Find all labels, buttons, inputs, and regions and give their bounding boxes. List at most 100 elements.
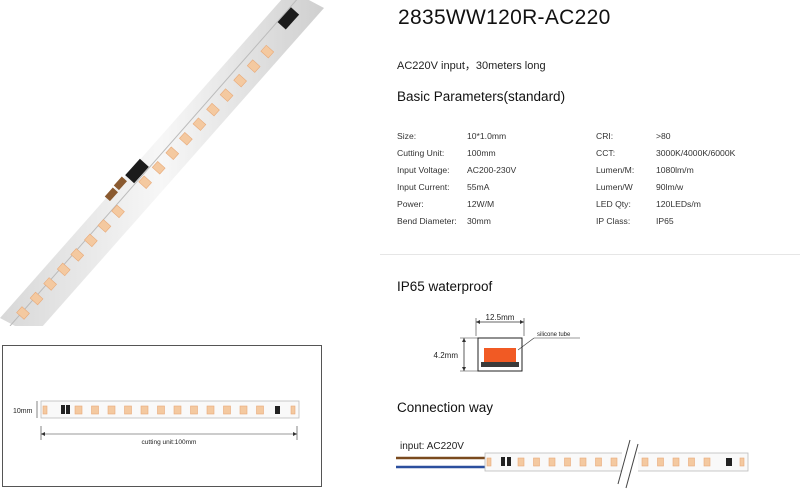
led-chip <box>564 457 571 467</box>
led-chip <box>610 457 618 467</box>
param-value: 12W/M <box>467 199 495 209</box>
param-label: Input Voltage: <box>397 165 450 175</box>
pcb-shape <box>481 362 519 367</box>
width-dimension: 12.5mm <box>475 313 525 336</box>
basic-parameters-heading: Basic Parameters(standard) <box>397 89 566 104</box>
connection-heading: Connection way <box>397 400 494 415</box>
param-value: IP65 <box>656 216 674 226</box>
led-chip <box>688 457 695 467</box>
param-label: Input Current: <box>397 182 450 192</box>
ip-section-heading: IP65 waterproof <box>397 279 493 294</box>
ic-chip <box>501 457 505 466</box>
led-chip <box>657 457 664 467</box>
ic-chip-middle <box>104 158 149 202</box>
led-chip <box>533 457 540 467</box>
param-value: 90lm/w <box>656 182 684 192</box>
strip-width-label: 10mm <box>13 408 33 415</box>
led-chip <box>260 44 275 59</box>
led-chip <box>239 405 248 415</box>
product-subtitle: AC220V input，30meters long <box>397 60 546 72</box>
led-chip <box>219 88 234 102</box>
input-label: input: AC220V <box>400 441 464 452</box>
param-label: Lumen/M: <box>596 165 635 175</box>
param-label: Bend Diameter: <box>397 216 457 226</box>
height-label: 4.2mm <box>434 351 459 360</box>
led-chip <box>70 248 85 262</box>
cutting-unit-label: cutting unit:100mm <box>142 439 197 446</box>
break-line <box>625 443 639 489</box>
led-chip <box>29 291 44 306</box>
led-chip <box>192 117 207 131</box>
led-chip <box>107 405 116 415</box>
led-chip <box>74 405 83 415</box>
led-chip <box>16 306 30 320</box>
led-chip <box>179 131 193 146</box>
param-value: 3000K/4000K/6000K <box>656 148 736 158</box>
connection-diagram: input: AC220V <box>396 436 800 492</box>
param-label: Cutting Unit: <box>397 148 445 158</box>
led-chip <box>151 161 166 175</box>
led-chip <box>246 59 261 73</box>
led-chip <box>739 457 745 467</box>
ic-chip <box>507 457 511 466</box>
led-chip <box>486 457 492 467</box>
led-chip <box>97 219 112 233</box>
led-chip <box>256 405 264 415</box>
led-chip <box>223 405 231 415</box>
param-label: CCT: <box>596 148 616 158</box>
param-value: 1080lm/m <box>656 165 694 175</box>
led-chip <box>206 102 220 117</box>
led-chip <box>111 204 125 219</box>
param-value: 100mm <box>467 148 496 158</box>
led-chip <box>140 405 149 415</box>
param-label: Size: <box>397 131 417 141</box>
led-chip <box>290 405 296 415</box>
led-strip-photo <box>0 0 324 326</box>
param-label: IP Class: <box>596 216 631 226</box>
break-line <box>617 439 631 485</box>
param-value: 30mm <box>467 216 491 226</box>
led-chip <box>138 175 152 190</box>
ic-chip <box>61 405 65 414</box>
led-chip <box>42 405 48 415</box>
rectifier-chip <box>275 406 280 414</box>
led-chip <box>91 405 99 415</box>
ic-chip <box>66 405 70 414</box>
param-value: 10*1.0mm <box>467 131 507 141</box>
led-chip <box>579 457 587 467</box>
section-divider <box>380 254 800 255</box>
led-chip <box>124 405 132 415</box>
led-chip <box>157 405 165 415</box>
led-chip-shape <box>484 348 516 362</box>
tube-label: silicone tube <box>537 332 571 338</box>
led-chip <box>206 405 215 415</box>
rectifier-chip <box>726 458 732 466</box>
led-chip <box>43 277 57 291</box>
width-label: 12.5mm <box>486 313 515 322</box>
ic-chip-top <box>277 7 300 30</box>
param-label: LED Qty: <box>596 199 631 209</box>
led-chip <box>165 146 180 160</box>
param-value: 55mA <box>467 182 490 192</box>
led-chip <box>173 405 182 415</box>
param-label: CRI: <box>596 131 614 141</box>
led-chip <box>703 457 711 467</box>
led-chip <box>672 457 680 467</box>
product-model-title: 2835WW120R-AC220 <box>398 6 611 29</box>
height-dimension: 4.2mm <box>434 337 478 372</box>
param-value: 120LEDs/m <box>656 199 701 209</box>
param-label: Power: <box>397 199 424 209</box>
product-photo <box>0 0 324 326</box>
led-chip <box>233 73 247 88</box>
led-chip <box>56 262 71 277</box>
led-chip <box>84 233 98 248</box>
plan-strip <box>40 400 300 419</box>
led-chip <box>641 457 649 467</box>
param-value: >80 <box>656 131 671 141</box>
led-chip <box>548 457 556 467</box>
cross-section-diagram: 12.5mm 4.2mm silicone tube <box>420 308 620 388</box>
led-chip <box>190 405 198 415</box>
strip-plan-diagram: 10mm cutting unit:100mm <box>2 345 322 487</box>
param-value: AC200-230V <box>467 165 517 175</box>
param-label: Lumen/W <box>596 182 633 192</box>
